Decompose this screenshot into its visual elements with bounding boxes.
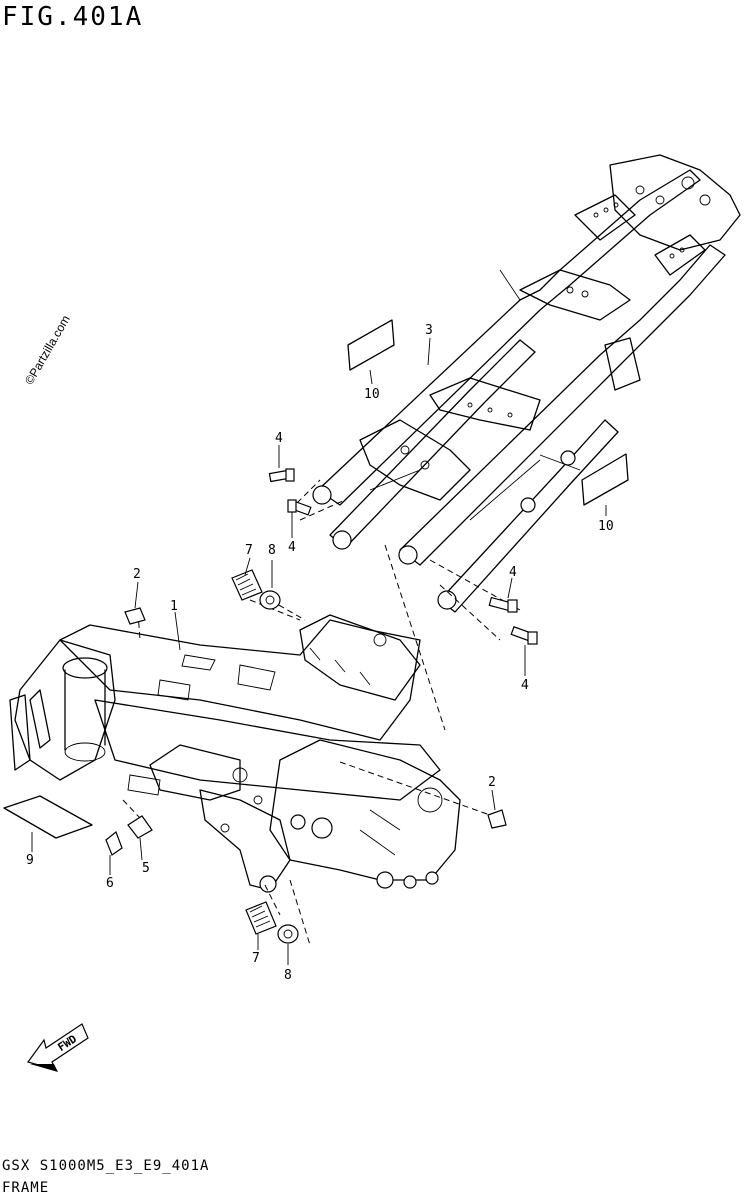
callout-4-mid[interactable]: 4 <box>288 540 296 555</box>
callout-labels: 1 2 2 3 4 4 4 4 5 6 7 7 8 8 9 10 10 <box>26 323 614 983</box>
bolt-4d[interactable] <box>510 626 538 645</box>
callout-8-lower[interactable]: 8 <box>284 968 292 983</box>
bolt-4c[interactable] <box>488 596 518 613</box>
collar-5[interactable] <box>127 815 153 839</box>
figure-title: FIG.401A <box>2 2 144 32</box>
bolt-6[interactable] <box>105 831 123 856</box>
dashed-guides <box>122 479 521 946</box>
callout-10-upper[interactable]: 10 <box>364 387 380 402</box>
label-plate-10b[interactable] <box>581 453 629 506</box>
main-frame[interactable] <box>9 614 461 893</box>
washer-8b[interactable] <box>277 924 299 944</box>
washer-8a[interactable] <box>259 590 281 610</box>
rear-subframe[interactable] <box>312 154 741 613</box>
callout-3[interactable]: 3 <box>425 323 433 338</box>
callout-7-upper[interactable]: 7 <box>245 543 253 558</box>
callout-5[interactable]: 5 <box>142 861 150 876</box>
callout-4-lower[interactable]: 4 <box>521 678 529 693</box>
clip-nut-2b[interactable] <box>487 809 507 829</box>
leader-lines <box>31 337 607 965</box>
callout-2-upper[interactable]: 2 <box>133 567 141 582</box>
forward-arrow-icon: FWD <box>27 1023 89 1072</box>
callout-4-right[interactable]: 4 <box>509 565 517 580</box>
callout-10-lower[interactable]: 10 <box>598 519 614 534</box>
bolt-4a[interactable] <box>268 468 295 483</box>
callout-8-upper[interactable]: 8 <box>268 543 276 558</box>
bolt-4b[interactable] <box>287 499 312 516</box>
callout-9[interactable]: 9 <box>26 853 34 868</box>
clip-nut-2a[interactable] <box>124 607 146 625</box>
callout-6[interactable]: 6 <box>106 876 114 891</box>
callout-4-upper[interactable]: 4 <box>275 431 283 446</box>
label-plate-10a[interactable] <box>347 319 395 371</box>
bushing-7a[interactable] <box>231 569 263 601</box>
callout-2-lower[interactable]: 2 <box>488 775 496 790</box>
footer-diagram-name: FRAME <box>2 1180 50 1196</box>
bushing-7b[interactable] <box>245 901 277 935</box>
callout-7-lower[interactable]: 7 <box>252 951 260 966</box>
callout-1[interactable]: 1 <box>170 599 178 614</box>
label-plate-9[interactable] <box>3 795 93 839</box>
footer-diagram-code: GSX S1000M5_E3_E9_401A <box>2 1158 210 1174</box>
